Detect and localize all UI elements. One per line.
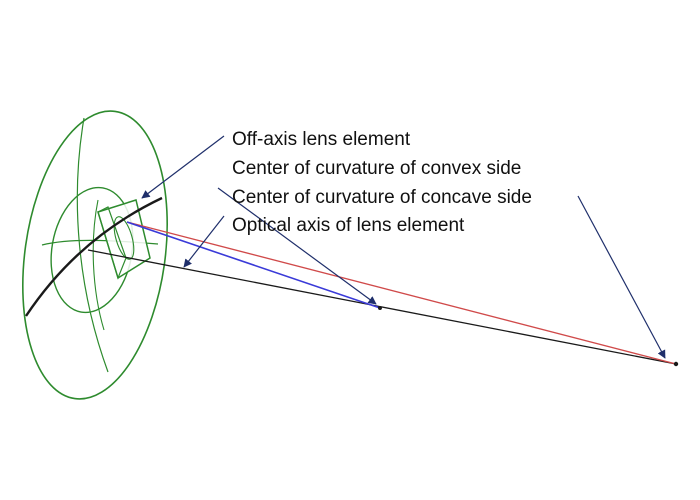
blue-ray-convex (126, 221, 381, 309)
label-off-axis-lens: Off-axis lens element (232, 129, 411, 150)
label-concave-center: Center of curvature of concave side (232, 187, 532, 208)
label-convex-center: Center of curvature of convex side (232, 158, 521, 179)
surface-meridian-1 (76, 117, 109, 373)
concave-center-point (673, 361, 679, 367)
outer-lens-ellipse (22, 110, 168, 400)
surface-meridian-3 (92, 199, 105, 331)
convex-center-point (378, 306, 382, 310)
lens-element-face (113, 216, 135, 260)
surface-curve (25, 196, 163, 317)
arrow-optical-axis (183, 215, 225, 268)
arrow-off-axis-lens (141, 135, 225, 199)
optical-axis-line (87, 249, 677, 365)
axis-to-lens-line (126, 221, 677, 365)
arrow-convex-center (217, 187, 377, 305)
arrow-concave-center (577, 195, 666, 359)
label-optical-axis: Optical axis of lens element (232, 215, 465, 236)
